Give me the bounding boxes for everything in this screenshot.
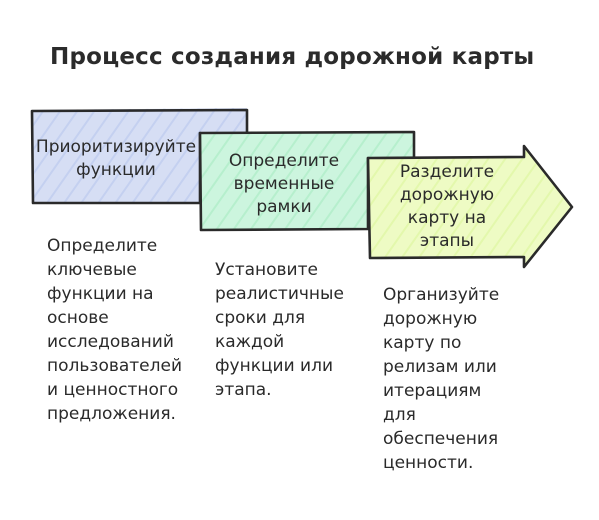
step-2-description-line: Установите xyxy=(215,260,318,280)
step-3-label-line: этапы xyxy=(419,231,475,251)
step-1-description-line: предложения. xyxy=(47,404,176,424)
step-1-description-line: исследований xyxy=(47,332,174,352)
step-3-description: Организуйте дорожную карту по релизам ил… xyxy=(383,283,499,475)
step-1-label-line: Приоритизируйте xyxy=(35,137,197,157)
step-3-description-line: ценности. xyxy=(383,453,474,473)
step-2-hatch xyxy=(200,132,414,230)
step-1-label: Приоритизируйте функции xyxy=(24,136,208,182)
step-3-description-line: дорожную xyxy=(383,309,478,329)
step-1-description: Определите ключевые функции на основе ис… xyxy=(47,234,182,426)
step-2-description-line: этапа. xyxy=(215,380,272,400)
step-2-description-line: сроки для xyxy=(215,308,306,328)
step-3-label-line: карту на xyxy=(407,208,487,228)
step-1-description-line: и ценностного xyxy=(47,380,179,400)
step-1-hatch xyxy=(31,108,247,203)
step-2-description-line: функции или xyxy=(215,356,334,376)
step-2-description-line: реалистичные xyxy=(215,284,344,304)
step-2-label-line: временные xyxy=(233,174,335,194)
step-3-arrow-shape xyxy=(366,144,574,269)
diagram-title: Процесс создания дорожной карты xyxy=(50,44,535,70)
step-3-description-line: Организуйте xyxy=(383,285,500,305)
step-3-description-line: для xyxy=(383,405,416,425)
step-2-label: Определите временные рамки xyxy=(204,150,364,219)
step-2-description-line: каждой xyxy=(215,332,285,352)
step-3-label-line: Разделите xyxy=(399,162,495,182)
step-2-label-line: Определите xyxy=(228,151,340,171)
step-1-description-line: основе xyxy=(47,308,109,328)
step-2-label-line: рамки xyxy=(256,197,312,217)
step-1-description-line: Определите xyxy=(47,236,158,256)
step-1-description-line: функции на xyxy=(47,284,154,304)
step-3-label-line: дорожную xyxy=(399,185,495,205)
step-3-outline xyxy=(366,144,574,269)
step-2-description: Установите реалистичные сроки для каждой… xyxy=(215,258,344,402)
step-2-shape xyxy=(198,130,416,232)
step-1-shape xyxy=(30,108,249,205)
step-1-description-line: пользователей xyxy=(47,356,183,376)
step-3-description-line: обеспечения xyxy=(383,429,499,449)
step-3-description-line: итерациям xyxy=(383,381,482,401)
step-3-hatch xyxy=(368,146,572,267)
step-3-description-line: релизам или xyxy=(383,357,497,377)
step-1-description-line: ключевые xyxy=(47,260,137,280)
step-1-label-line: функции xyxy=(76,160,156,180)
step-3-label: Разделите дорожную карту на этапы xyxy=(372,161,522,253)
step-3-description-line: карту по xyxy=(383,333,462,353)
